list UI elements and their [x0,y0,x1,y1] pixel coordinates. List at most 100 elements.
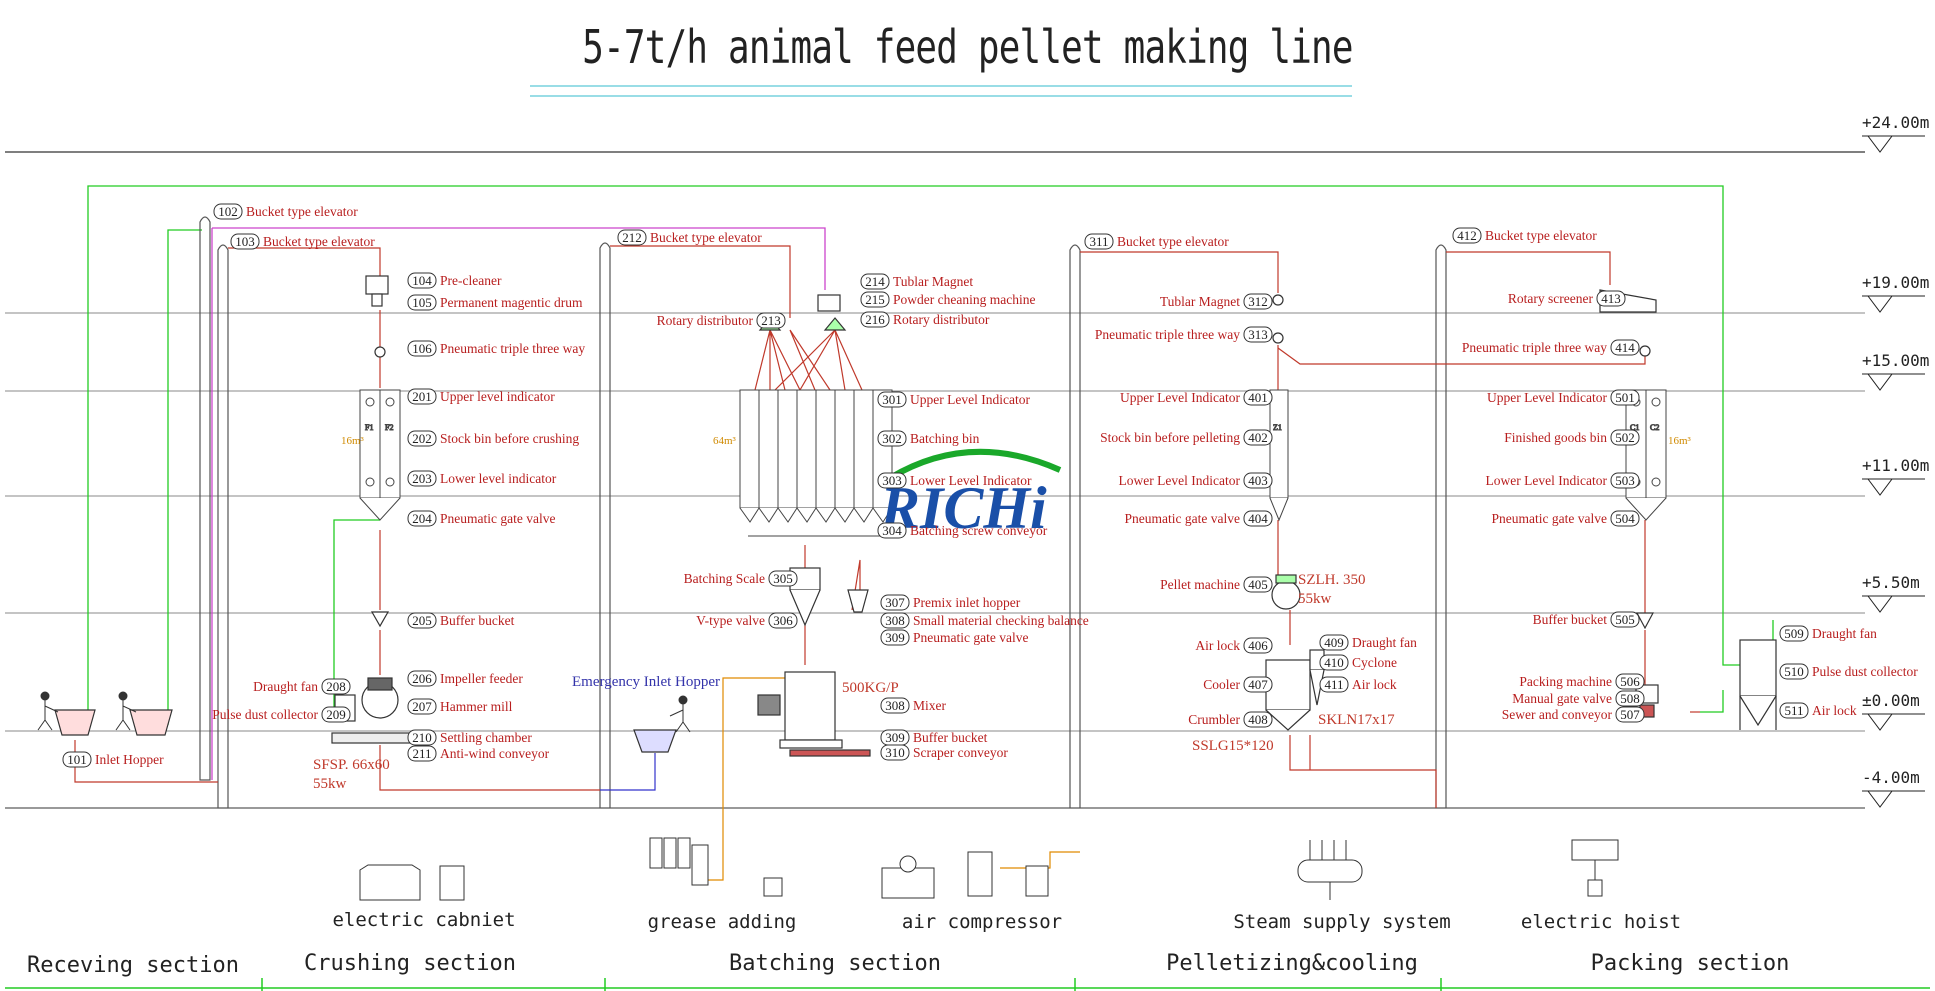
label-number: 212 [622,230,642,245]
label-number: 502 [1615,430,1635,445]
label-number-badge [1243,510,1273,527]
label-text: Scraper conveyor [913,745,1008,760]
label-number: 411 [1324,677,1343,692]
label-text: Pneumatic gate valve [913,630,1028,645]
label-number: 311 [1089,234,1108,249]
label-number: 308 [885,698,905,713]
aux-label: electric hoist [1521,911,1681,933]
label-text: Air lock [1352,677,1397,692]
label-text: Upper level indicator [440,389,555,404]
magenta-line [211,227,826,780]
label-text: Bucket type elevator [1485,228,1597,243]
label-number: 409 [1324,635,1344,650]
label-number: 510 [1784,664,1804,679]
spec-annotation: 16m³ [341,435,365,447]
label-number-badge [1084,233,1114,250]
pre-cleaner [365,275,389,307]
label-number-badge [407,698,437,715]
label-text: V-type valve [696,613,765,628]
label-text: Sewer and conveyor [1502,707,1613,722]
label-number-badge [860,311,890,328]
label-number-badge [1610,429,1640,446]
pulse-dust-collector-510 [1739,639,1777,730]
elevation-marker: +5.50m [1862,573,1925,613]
aux-equipment-sketches [359,837,1619,901]
mixer [757,671,843,749]
label-number: 413 [1601,291,1621,306]
label-text: Permanent magentic drum [440,295,583,310]
label-text: Batching screw conveyor [910,523,1048,538]
label-number-badge [407,470,437,487]
label-text: Manual gate valve [1512,691,1612,706]
label-number-badge [1319,654,1349,671]
label-text: Lower Level Indicator [910,473,1032,488]
svg-text:F2: F2 [385,423,393,432]
label-number-badge [1243,472,1273,489]
elevation-marker: +24.00m [1862,113,1929,153]
label-text: Buffer bucket [913,730,988,745]
label-number: 103 [235,234,255,249]
inlet-hopper-2 [129,709,173,736]
label-number-badge [213,203,243,220]
label-text: Draught fan [253,679,318,694]
hammer-mill [361,677,399,719]
label-number-badge [1243,326,1273,343]
label-number: 309 [885,730,905,745]
label-text: Air lock [1195,638,1240,653]
triple-way-valve [374,346,386,358]
label-number: 101 [67,752,87,767]
label-number: 312 [1248,294,1268,309]
bucket-elevator-212 [599,242,611,809]
label-text: Stock bin before pelleting [1100,430,1240,445]
label-text: Lower Level Indicator [1486,473,1608,488]
label-text: Bucket type elevator [263,234,375,249]
richi-logo: RICHi [879,448,1062,541]
label-number-badge [1243,429,1273,446]
label-number-badge [407,294,437,311]
svg-text:Z1: Z1 [1273,423,1282,432]
label-number: 402 [1248,430,1268,445]
label-text: Cooler [1203,677,1240,692]
label-number-badge [1615,673,1645,690]
bucket-elevator-412 [1435,244,1447,809]
elevation-label: -4.00m [1862,768,1920,787]
spec-annotation: Emergency Inlet Hopper [572,674,720,690]
elevation-marker: -4.00m [1862,768,1925,808]
label-number: 509 [1784,626,1804,641]
spec-annotation: SSLG15*120 [1192,738,1274,754]
section-label: Batching section [729,951,941,976]
elevation-marker: ±0.00m [1862,691,1925,731]
label-number: 207 [412,699,432,714]
label-number-badge [1610,339,1640,356]
buffer-bucket-505 [1636,612,1654,630]
label-number: 205 [412,613,432,628]
label-number-badge [407,388,437,405]
label-number-badge [756,312,786,329]
label-number: 313 [1248,327,1268,342]
section-label: Receving section [27,953,239,978]
label-number: 105 [412,295,432,310]
label-number-badge [768,570,798,587]
label-number-badge [1610,472,1640,489]
label-number-badge [877,430,907,447]
label-number: 511 [1784,703,1803,718]
label-number-badge [321,678,351,695]
section-label: Pelletizing&cooling [1166,951,1418,976]
label-number-badge [768,612,798,629]
